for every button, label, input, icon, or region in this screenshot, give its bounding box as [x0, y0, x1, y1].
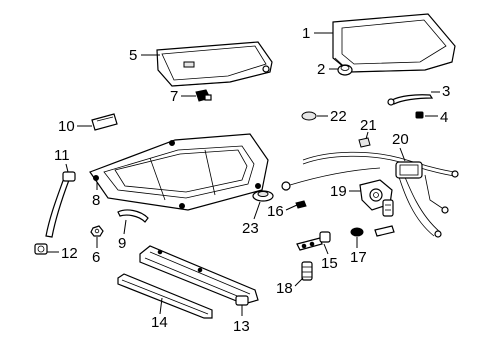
callout-10: 10 [58, 118, 92, 135]
clip-part-12 [34, 243, 48, 255]
svg-text:15: 15 [321, 255, 338, 272]
callout-15: 15 [321, 243, 338, 272]
seal-part-9 [117, 209, 149, 223]
drive-cable-assembly-part [281, 151, 459, 238]
svg-text:13: 13 [233, 318, 250, 335]
callout-19: 19 [330, 183, 361, 200]
callout-21: 21 [360, 117, 377, 140]
callout-14: 14 [151, 297, 168, 331]
callout-20: 20 [392, 131, 409, 162]
clip-part-21 [358, 137, 371, 148]
bracket-part-7 [195, 89, 212, 102]
callout-22: 22 [317, 108, 347, 125]
svg-text:4: 4 [440, 109, 448, 126]
deflector-rail-part-13 [139, 245, 259, 306]
switch-harness-part-15 [296, 231, 331, 251]
svg-text:10: 10 [58, 118, 75, 135]
callout-1: 1 [302, 25, 333, 42]
sunroof-frame-part [89, 133, 269, 211]
callout-7: 7 [170, 88, 196, 105]
svg-text:11: 11 [54, 147, 70, 164]
svg-text:22: 22 [330, 108, 347, 125]
drain-tube-part-11 [45, 171, 76, 238]
bushing-part-18 [301, 261, 313, 281]
sunshade-part [156, 41, 273, 87]
callout-4: 4 [425, 109, 448, 126]
callout-23: 23 [242, 201, 261, 237]
clip-part-4 [415, 111, 424, 119]
callout-3: 3 [431, 83, 450, 100]
callout-12: 12 [47, 245, 78, 262]
callout-5: 5 [129, 47, 160, 64]
svg-text:20: 20 [392, 131, 409, 148]
callout-16: 16 [267, 203, 298, 220]
svg-text:18: 18 [276, 280, 293, 297]
callout-6: 6 [92, 237, 100, 266]
glass-panel-part [332, 13, 456, 73]
seal-part-10 [91, 113, 118, 131]
svg-text:16: 16 [267, 203, 284, 220]
svg-text:6: 6 [92, 249, 100, 266]
callout-2: 2 [317, 61, 338, 78]
svg-text:5: 5 [129, 47, 137, 64]
callout-18: 18 [276, 277, 304, 297]
svg-text:17: 17 [350, 249, 367, 266]
plug-part-22 [301, 111, 317, 121]
callout-17: 17 [350, 237, 367, 266]
sunroof-motor-part [359, 179, 394, 217]
nut-part-6 [90, 225, 104, 237]
svg-text:1: 1 [302, 25, 310, 42]
svg-text:12: 12 [61, 245, 78, 262]
svg-text:23: 23 [242, 220, 259, 237]
drain-hose-part [387, 94, 434, 106]
svg-text:9: 9 [118, 235, 126, 252]
svg-text:7: 7 [170, 88, 178, 105]
svg-text:14: 14 [151, 314, 168, 331]
seal-strip-part-14 [117, 273, 213, 319]
callout-13: 13 [233, 305, 250, 335]
svg-text:3: 3 [442, 83, 450, 100]
callout-8: 8 [92, 182, 100, 209]
svg-text:21: 21 [360, 117, 377, 134]
svg-text:19: 19 [330, 183, 347, 200]
clip-part-16 [295, 200, 307, 209]
callout-9: 9 [118, 219, 127, 252]
svg-text:8: 8 [92, 192, 100, 209]
cushion-part-23 [252, 190, 274, 202]
callout-11: 11 [54, 147, 70, 173]
cap-part-17 [350, 227, 364, 237]
svg-text:2: 2 [317, 61, 325, 78]
grommet-part [337, 64, 353, 76]
